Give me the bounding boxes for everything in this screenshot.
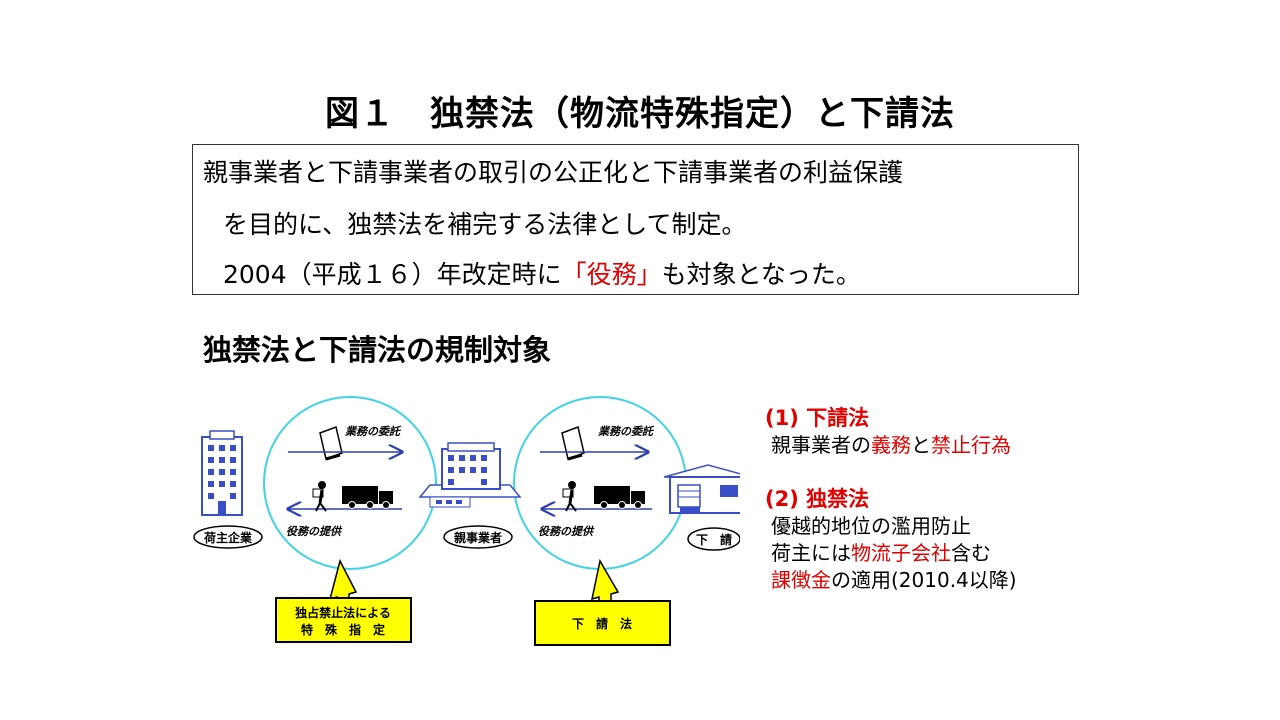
legend-item-logistics-subsidiary: 荷主には物流子会社含む xyxy=(765,540,1017,567)
left-service-label: 役務の提供 xyxy=(286,525,343,538)
legend-heading-antimonopoly: (2) 独禁法 xyxy=(765,487,870,511)
section-title: 独禁法と下請法の規制対象 xyxy=(203,333,552,367)
subcontract-act-callout-box xyxy=(534,600,671,646)
intro-line-3: 2004（平成１６）年改定時に「役務」も対象となった。 xyxy=(223,255,861,291)
legend-text: 親事業者の xyxy=(771,433,871,457)
left-truck-icon xyxy=(342,486,393,509)
shipper-label-oval xyxy=(193,525,263,549)
right-document-icon xyxy=(561,425,585,461)
left-commission-label: 業務の委託 xyxy=(344,425,402,438)
right-worker-icon xyxy=(562,481,577,512)
shipper-label: 荷主企業 xyxy=(203,530,253,545)
intro-box: 親事業者と下請事業者の取引の公正化と下請事業者の利益保護 を目的に、独禁法を補完… xyxy=(192,144,1079,295)
legend-text: の適用(2010.4以降) xyxy=(831,568,1017,592)
right-commission-label: 業務の委託 xyxy=(597,425,655,438)
right-circle xyxy=(513,396,687,570)
antimonopoly-callout-box xyxy=(275,597,412,643)
legend-panel: (1) 下請法 親事業者の義務と禁止行為 (2) 独禁法 優越的地位の濫用防止 … xyxy=(765,405,1017,594)
right-truck-icon xyxy=(594,486,645,509)
parent-label-oval xyxy=(443,525,513,549)
parent-label: 親事業者 xyxy=(454,530,502,545)
legend-item-obligations: 親事業者の義務と禁止行為 xyxy=(765,432,1017,459)
legend-text: と xyxy=(911,433,931,457)
intro-line-3-post: も対象となった。 xyxy=(661,260,861,289)
right-service-label: 役務の提供 xyxy=(538,525,595,538)
subcontract-act-callout-label: 下 請 法 xyxy=(572,616,632,631)
legend-highlight: 禁止行為 xyxy=(931,433,1011,457)
left-circle xyxy=(263,396,437,570)
legend-highlight: 義務 xyxy=(871,433,911,457)
subcontractor-label: 下 請 xyxy=(696,532,732,547)
regulation-diagram: 荷主企業 親事業者 下 請 業務の委託 xyxy=(193,396,740,646)
legend-item-surcharge: 課徴金の適用(2010.4以降) xyxy=(765,567,1017,594)
antimonopoly-callout-line1: 独占禁止法による xyxy=(294,605,391,620)
legend-spacer xyxy=(765,459,1017,486)
intro-line-1: 親事業者と下請事業者の取引の公正化と下請事業者の利益保護 xyxy=(203,158,904,187)
legend-item-abuse-prevention: 優越的地位の濫用防止 xyxy=(771,514,971,538)
legend-text: 含む xyxy=(951,541,991,565)
antimonopoly-callout-line2: 特 殊 指 定 xyxy=(301,622,385,637)
intro-line-3-highlight: 「役務」 xyxy=(561,260,662,289)
subcontractor-label-oval xyxy=(687,527,740,551)
left-worker-icon xyxy=(312,481,327,512)
legend-highlight: 物流子会社 xyxy=(851,541,951,565)
page-title: 図１ 独禁法（物流特殊指定）と下請法 xyxy=(325,94,955,134)
subcontractor-warehouse-icon xyxy=(663,464,740,514)
left-document-icon xyxy=(319,425,343,461)
intro-line-3-pre: 2004（平成１６）年改定時に xyxy=(223,260,562,289)
shipper-building-icon xyxy=(201,430,243,516)
intro-line-2: を目的に、独禁法を補完する法律として制定。 xyxy=(223,210,747,239)
legend-heading-subcontract-act: (1) 下請法 xyxy=(765,406,870,430)
legend-text: 荷主には xyxy=(771,541,851,565)
legend-highlight: 課徴金 xyxy=(771,568,831,592)
parent-building-icon xyxy=(418,442,522,508)
